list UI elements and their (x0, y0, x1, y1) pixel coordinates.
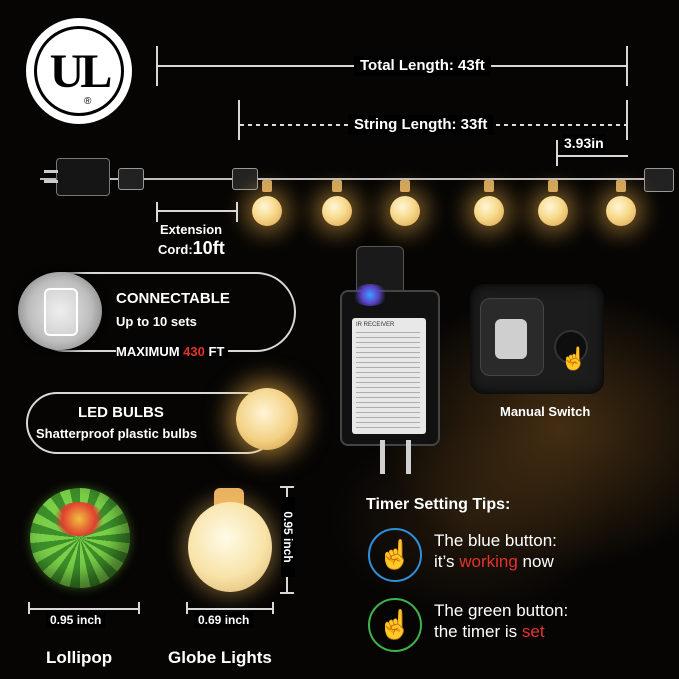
connectable-subtitle: Up to 10 sets (116, 314, 197, 329)
globe-width-line (186, 608, 274, 610)
ul-logo-letters: UL (49, 45, 113, 98)
bulb-cap (484, 180, 494, 192)
extension-left-tick (156, 202, 158, 222)
lollipop-bulb-image (30, 488, 130, 588)
green-tip-prefix: the timer is (434, 622, 518, 641)
globe-lights-label: Globe Lights (168, 648, 272, 667)
ir-receiver-label: IR RECEIVER (356, 322, 395, 328)
green-tip-line2: the timer is set (434, 621, 568, 642)
manual-switch-image: ☝ (470, 284, 604, 394)
extension-label: Extension (160, 222, 223, 237)
hand-pointer-icon: ☝ (560, 346, 588, 371)
spacing-label: 3.93in (562, 134, 606, 152)
controller-prong-1 (380, 440, 385, 474)
blue-tip-prefix: it’s (434, 552, 455, 571)
blue-tip-line2: it’s working now (434, 551, 557, 572)
lollipop-width-label: 0.95 inch (46, 612, 106, 628)
globe-height-label: 0.95 inch (281, 497, 295, 577)
bulb-cap (400, 180, 410, 192)
power-plug (56, 158, 110, 196)
green-hand-icon: ☝ (368, 598, 422, 652)
spacing-left-tick (556, 140, 558, 166)
extension-cord-text: Cord:10ft (158, 238, 225, 259)
string-length-left-tick (238, 100, 240, 140)
connector-2 (232, 168, 258, 190)
blue-tip-line1: The blue button: (434, 531, 557, 550)
led-bulbs-subtitle: Shatterproof plastic bulbs (36, 426, 198, 441)
timer-tips-title: Timer Setting Tips: (366, 496, 511, 513)
green-tip-highlight: set (521, 622, 545, 641)
lollipop-label: Lollipop (46, 648, 113, 667)
led-bulbs-title: LED BULBS (78, 404, 164, 421)
blue-hand-icon: ☝ (368, 528, 422, 582)
green-tip-line1: The green button: (434, 601, 569, 620)
connector-end (644, 168, 674, 192)
controller-label-panel: IR RECEIVER (352, 318, 426, 434)
extension-right-tick (236, 202, 238, 222)
globe-width-label: 0.69 inch (194, 612, 254, 628)
bulb (252, 196, 282, 226)
bulb (390, 196, 420, 226)
bulb (538, 196, 568, 226)
controller-prong-2 (406, 440, 411, 474)
blue-tip-suffix: now (522, 552, 554, 571)
bulb-cap (548, 180, 558, 192)
extension-cord-value: 10ft (192, 238, 225, 258)
connectable-maximum: MAXIMUM 430 FT (116, 344, 229, 359)
bulb-cap (616, 180, 626, 192)
controller-led-light (352, 284, 388, 306)
switch-socket (480, 298, 544, 376)
plug-prong-1 (44, 170, 58, 173)
manual-switch-label: Manual Switch (500, 404, 591, 419)
extension-line (156, 210, 238, 212)
connector-1 (118, 168, 144, 190)
green-button-tip: The green button: the timer is set (434, 600, 568, 642)
globe-bulb-image (188, 502, 272, 592)
string-wire (40, 178, 660, 180)
total-length-label: Total Length: 43ft (354, 56, 491, 76)
string-length-label: String Length: 33ft (348, 115, 494, 135)
bulb-cap (262, 180, 272, 192)
led-bulb-icon (236, 388, 298, 450)
controller-print-lines (356, 332, 420, 428)
controller-body: IR RECEIVER (340, 284, 440, 446)
blue-tip-highlight: working (459, 552, 518, 571)
connectable-title: CONNECTABLE (116, 290, 230, 307)
blue-button-tip: The blue button: it’s working now (434, 530, 557, 572)
maximum-value: 430 (183, 344, 205, 359)
ul-logo: UL ® (26, 18, 132, 124)
bulb (474, 196, 504, 226)
bulb (606, 196, 636, 226)
maximum-unit: FT (208, 344, 225, 359)
maximum-prefix: MAXIMUM (116, 344, 180, 359)
lollipop-width-line (28, 608, 140, 610)
extension-cord-label: Cord: (158, 242, 193, 257)
manual-switch-button[interactable] (554, 330, 588, 364)
string-length-right-tick (626, 100, 628, 140)
bulb (322, 196, 352, 226)
connector-plug-icon (18, 272, 102, 350)
bulb-cap (332, 180, 342, 192)
spacing-line (556, 155, 628, 157)
plug-prong-2 (44, 180, 58, 183)
ul-registered-mark: ® (84, 96, 92, 107)
